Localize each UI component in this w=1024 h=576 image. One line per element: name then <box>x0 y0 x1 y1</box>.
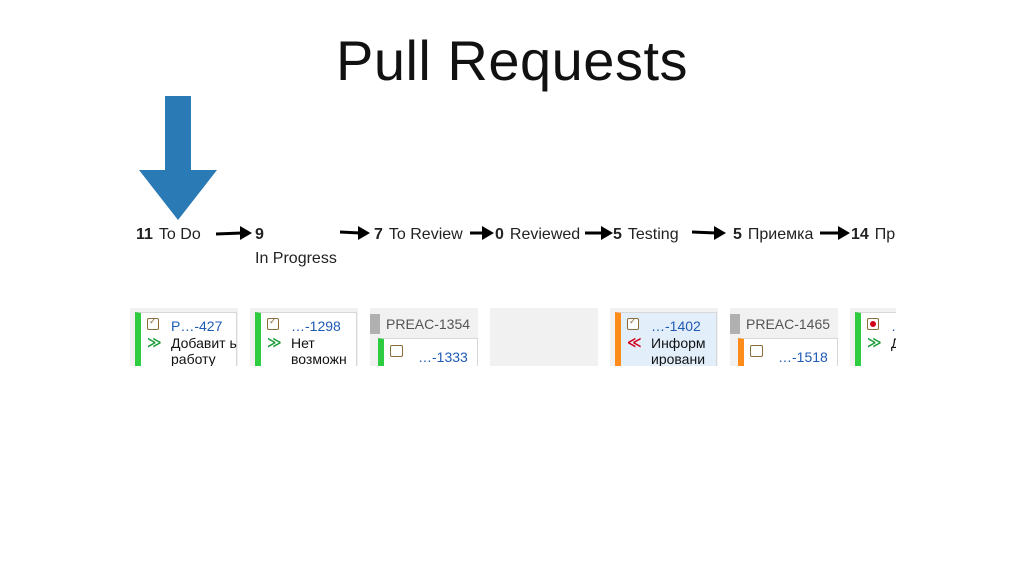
issue-key[interactable]: …-1402 <box>651 318 701 334</box>
board-column-reviewed <box>490 308 598 366</box>
slide-title: Pull Requests <box>335 29 688 92</box>
priority-low-icon: ≫ <box>147 334 162 350</box>
issue-card[interactable]: …-1402 ≪ Информ ировани <box>615 312 717 366</box>
issue-summary: Информ ировани <box>651 335 706 366</box>
task-icon <box>627 316 639 330</box>
column-label: To Do <box>158 226 201 243</box>
issue-key[interactable]: …-1333 <box>418 349 468 365</box>
column-count: 9 <box>255 226 264 243</box>
flow-arrow-icon <box>215 226 252 240</box>
board-column-pr: … ≫ Д Н <box>850 308 896 366</box>
priority-high-icon: ≪ <box>627 334 642 350</box>
issue-key[interactable]: P…-427 <box>171 318 223 334</box>
parent-issue-key[interactable]: PREAC-1465 <box>746 316 831 332</box>
column-header-priemka[interactable]: 5 Приемка <box>733 226 813 244</box>
board-column-priemka: PREAC-1465 …-1518 <box>730 308 838 366</box>
column-header-reviewed[interactable]: 0 Reviewed <box>495 226 580 244</box>
subtask-card[interactable]: …-1518 <box>738 338 838 366</box>
flow-arrow-icon <box>470 226 494 240</box>
column-header-pr[interactable]: 14 Пр <box>851 226 895 244</box>
issue-card[interactable]: … ≫ Д Н <box>855 312 896 366</box>
board-column-testing: …-1402 ≪ Информ ировани <box>610 308 718 366</box>
issue-summary: Д Н <box>891 335 896 351</box>
board-column-todo: P…-427 ≫ Добавит ь работу <box>130 308 238 366</box>
flow-arrow-icon <box>339 226 370 240</box>
column-label: Reviewed <box>509 226 581 243</box>
issue-summary: Добавит ь работу <box>171 335 237 366</box>
column-count: 0 <box>495 226 504 243</box>
subtask-icon <box>390 345 403 357</box>
bug-icon <box>867 318 879 330</box>
subtask-icon <box>750 345 763 357</box>
column-header-testing[interactable]: 5 Testing <box>613 226 679 244</box>
column-header-to-review[interactable]: 7 To Review <box>374 226 463 244</box>
column-count: 11 <box>136 226 153 243</box>
column-label: Testing <box>627 226 679 243</box>
column-count: 5 <box>613 226 622 243</box>
issue-key[interactable]: …-1518 <box>778 349 828 365</box>
parent-issue-key[interactable]: PREAC-1354 <box>386 316 471 332</box>
issue-key[interactable]: …-1298 <box>291 318 341 334</box>
parent-group-header[interactable]: PREAC-1465 <box>730 312 838 334</box>
flow-arrow-icon <box>820 226 850 240</box>
column-count: 5 <box>733 226 742 243</box>
group-bar <box>370 314 380 334</box>
group-bar <box>730 314 740 334</box>
flow-arrow-icon <box>691 226 726 240</box>
subtask-card[interactable]: …-1333 <box>378 338 478 366</box>
issue-card[interactable]: P…-427 ≫ Добавит ь работу <box>135 312 237 366</box>
task-icon <box>147 316 159 330</box>
column-count: 7 <box>374 226 383 243</box>
column-label: Приемка <box>747 226 814 243</box>
column-sublabel: In Progress <box>255 250 337 267</box>
task-icon <box>267 316 279 330</box>
priority-low-icon: ≫ <box>267 334 282 350</box>
column-count: 14 <box>851 226 869 243</box>
column-label: Пр <box>874 226 896 243</box>
column-header-in-progress[interactable]: 9 In Progress <box>255 226 337 268</box>
parent-group-header[interactable]: PREAC-1354 <box>370 312 478 334</box>
board-column-in-progress: …-1298 ≫ Нет возможн <box>250 308 358 366</box>
flow-arrow-icon <box>585 226 613 240</box>
board-column-to-review: PREAC-1354 …-1333 <box>370 308 478 366</box>
issue-card[interactable]: …-1298 ≫ Нет возможн <box>255 312 357 366</box>
issue-summary: Нет возможн <box>291 335 347 366</box>
issue-key[interactable]: … <box>891 318 896 334</box>
board-screenshot: P…-427 ≫ Добавит ь работу …-1298 ≫ Нет воз… <box>130 300 896 366</box>
column-header-todo[interactable]: 11 To Do <box>136 226 201 244</box>
priority-low-icon: ≫ <box>867 334 882 350</box>
column-label: To Review <box>388 226 463 243</box>
down-arrow-icon <box>139 96 217 220</box>
